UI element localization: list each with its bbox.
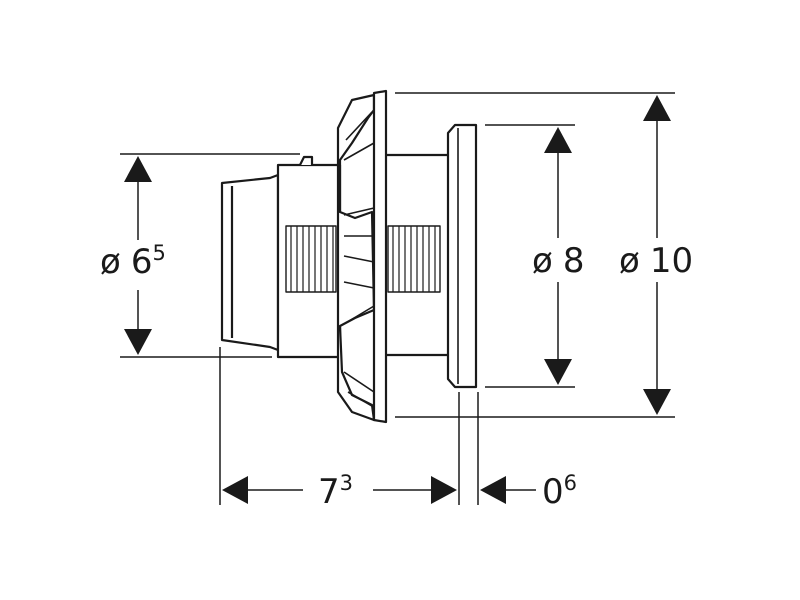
arrow-up: [544, 127, 572, 153]
arrow-down: [124, 329, 152, 355]
nut-facets: [343, 111, 375, 407]
serrated-nut: [336, 93, 376, 422]
dimension-label-body-length: 73: [318, 471, 353, 512]
arrow-left: [222, 476, 248, 504]
extension-lines: [120, 92, 675, 505]
dimension-label-flange-thickness: 06: [542, 471, 577, 512]
arrow-up: [124, 156, 152, 182]
seal-ring: [446, 123, 478, 389]
arrow-up: [643, 95, 671, 121]
arrow-down: [643, 389, 671, 415]
front-cap: [220, 173, 280, 352]
part-outline: [220, 89, 478, 424]
body-notch: [299, 155, 314, 166]
flange-plate: [372, 89, 388, 424]
arrow-left: [480, 476, 506, 504]
arrow-right: [431, 476, 457, 504]
thread-left: [285, 225, 337, 293]
dimension-lines: [124, 95, 671, 504]
arrow-down: [544, 359, 572, 385]
thread-right: [387, 225, 441, 293]
